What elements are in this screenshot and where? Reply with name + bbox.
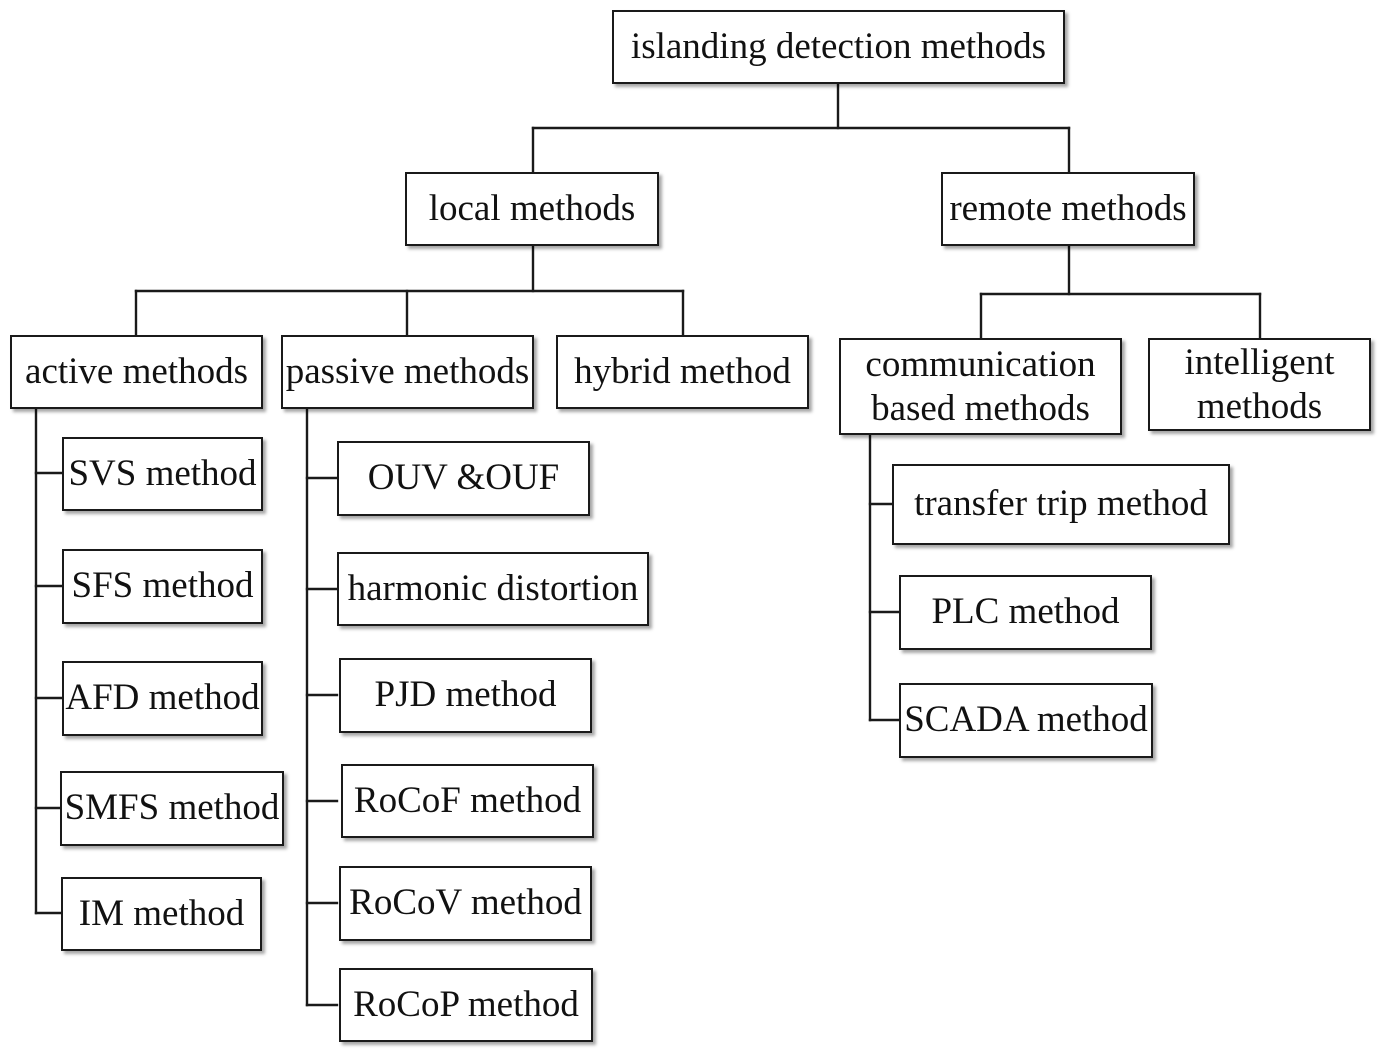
remote-methods-node: remote methods [941, 172, 1195, 246]
pjd-method-label: PJD method [374, 674, 557, 716]
ouv-ouf-node: OUV &OUF [337, 441, 590, 516]
hybrid-method-node: hybrid method [556, 335, 809, 409]
smfs-method-node: SMFS method [60, 771, 284, 846]
plc-method-node: PLC method [899, 575, 1152, 650]
communication-based-methods-node: communication based methods [839, 338, 1122, 435]
transfer-trip-method-node: transfer trip method [892, 464, 1230, 545]
transfer-trip-method-label: transfer trip method [914, 483, 1208, 525]
pjd-method-node: PJD method [339, 658, 592, 733]
passive-methods-label: passive methods [285, 350, 530, 392]
active-methods-label: active methods [25, 350, 248, 392]
rocop-method-label: RoCoP method [353, 983, 579, 1025]
sfs-method-node: SFS method [62, 549, 263, 624]
harmonic-distortion-node: harmonic distortion [337, 552, 649, 626]
active-methods-node: active methods [10, 335, 263, 409]
communication-label-line1: communication [865, 343, 1096, 385]
plc-method-label: PLC method [931, 591, 1120, 633]
rocov-method-node: RoCoV method [339, 866, 592, 941]
im-method-label: IM method [78, 892, 245, 934]
local-methods-label: local methods [428, 187, 636, 229]
scada-method-label: SCADA method [904, 699, 1148, 741]
rocop-method-node: RoCoP method [339, 968, 593, 1042]
smfs-method-label: SMFS method [64, 787, 280, 829]
intelligent-label-line2: methods [1196, 385, 1323, 427]
ouv-ouf-label: OUV &OUF [367, 457, 560, 499]
im-method-node: IM method [61, 877, 262, 951]
svs-method-node: SVS method [62, 437, 263, 511]
communication-label-line2: based methods [871, 387, 1090, 429]
root-label: islanding detection methods [630, 25, 1047, 67]
afd-method-node: AFD method [62, 661, 263, 736]
intelligent-methods-node: intelligent methods [1148, 338, 1371, 431]
root-node: islanding detection methods [612, 10, 1065, 84]
rocof-method-node: RoCoF method [341, 764, 594, 838]
hybrid-method-label: hybrid method [574, 350, 791, 392]
intelligent-label-line1: intelligent [1184, 341, 1335, 383]
scada-method-node: SCADA method [899, 683, 1153, 758]
passive-methods-node: passive methods [281, 335, 534, 409]
rocov-method-label: RoCoV method [349, 882, 582, 924]
afd-method-label: AFD method [65, 677, 260, 719]
svs-method-label: SVS method [68, 452, 257, 494]
sfs-method-label: SFS method [71, 565, 254, 607]
rocof-method-label: RoCoF method [353, 779, 582, 821]
harmonic-distortion-label: harmonic distortion [347, 567, 639, 609]
local-methods-node: local methods [405, 172, 659, 246]
remote-methods-label: remote methods [949, 187, 1187, 229]
